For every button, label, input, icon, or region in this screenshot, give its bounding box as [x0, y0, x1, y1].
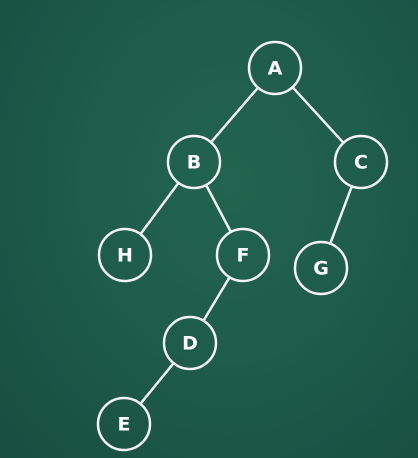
edge-b-f	[204, 183, 233, 234]
node-b: B	[166, 134, 222, 190]
node-circle-f	[215, 227, 271, 283]
node-circle-b	[166, 134, 222, 190]
node-label-h: H	[117, 245, 133, 267]
node-circle-a	[247, 40, 303, 96]
node-circle-h	[97, 227, 153, 283]
node-h: H	[97, 227, 153, 283]
edge-a-c	[291, 85, 345, 145]
node-label-d: D	[182, 333, 198, 355]
edge-d-e	[139, 361, 175, 406]
node-c: C	[333, 134, 389, 190]
node-a: A	[247, 40, 303, 96]
node-label-e: E	[118, 414, 131, 436]
node-label-g: G	[313, 258, 329, 280]
node-circle-c	[333, 134, 389, 190]
edge-f-d	[202, 276, 231, 322]
node-label-c: C	[354, 152, 368, 174]
node-g: G	[293, 240, 349, 296]
node-circle-d	[162, 315, 218, 371]
edge-b-h	[139, 181, 180, 236]
edge-c-g	[328, 185, 354, 245]
node-e: E	[96, 396, 152, 452]
node-label-f: F	[237, 245, 250, 267]
edge-a-b	[209, 86, 260, 144]
node-circle-e	[96, 396, 152, 452]
node-circle-g	[293, 240, 349, 296]
node-label-b: B	[187, 152, 201, 174]
node-f: F	[215, 227, 271, 283]
node-d: D	[162, 315, 218, 371]
node-label-a: A	[268, 58, 283, 80]
